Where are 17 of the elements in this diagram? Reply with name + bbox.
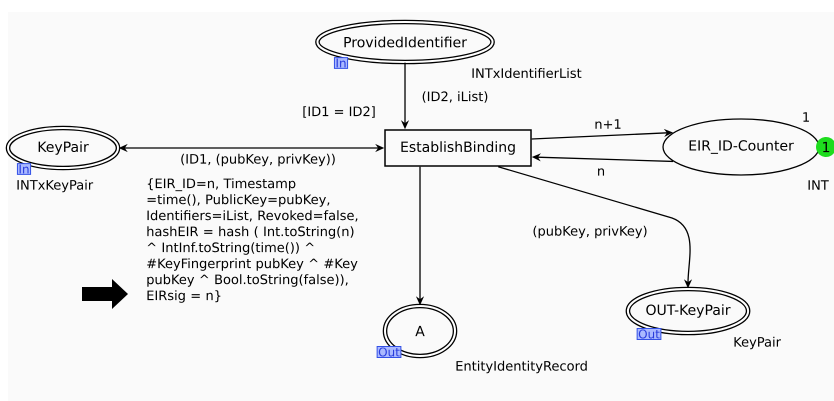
type-label: KeyPair [734, 336, 781, 350]
type-label: EntityIdentityRecord [456, 360, 587, 374]
type-label: [ID1 = ID2] [303, 106, 375, 118]
arc-inscription: {EIR_ID=n, Timestamp =time(), PublicKey=pubKey, Identifiers=iList, Revoked=false, hashEIR = hash ( Int.toString(n) ^ IntInf.toString(time()) ^ #KeyFingerprint pubKey ^ #Key pubKey ^ Bool.toString(false)), EIRsig = n} [147, 178, 358, 303]
type-label: INTxIdentifierList [472, 68, 582, 78]
edge-label: (ID1, (pubKey, privKey)) [181, 154, 335, 166]
edge-label: n+1 [595, 119, 621, 129]
port-tag: Out [636, 328, 662, 340]
port-tag: In [334, 57, 348, 69]
edge-label: (ID2, iList) [422, 91, 488, 103]
edge-label: (pubKey, privKey) [534, 226, 647, 238]
type-label: INTxKeyPair [17, 180, 94, 192]
transition-box: EstablishBinding [384, 129, 532, 167]
port-tag: Out [376, 346, 402, 358]
port-tag: In [16, 163, 32, 175]
type-label: INT [808, 180, 829, 190]
edge-label: n [598, 168, 604, 176]
